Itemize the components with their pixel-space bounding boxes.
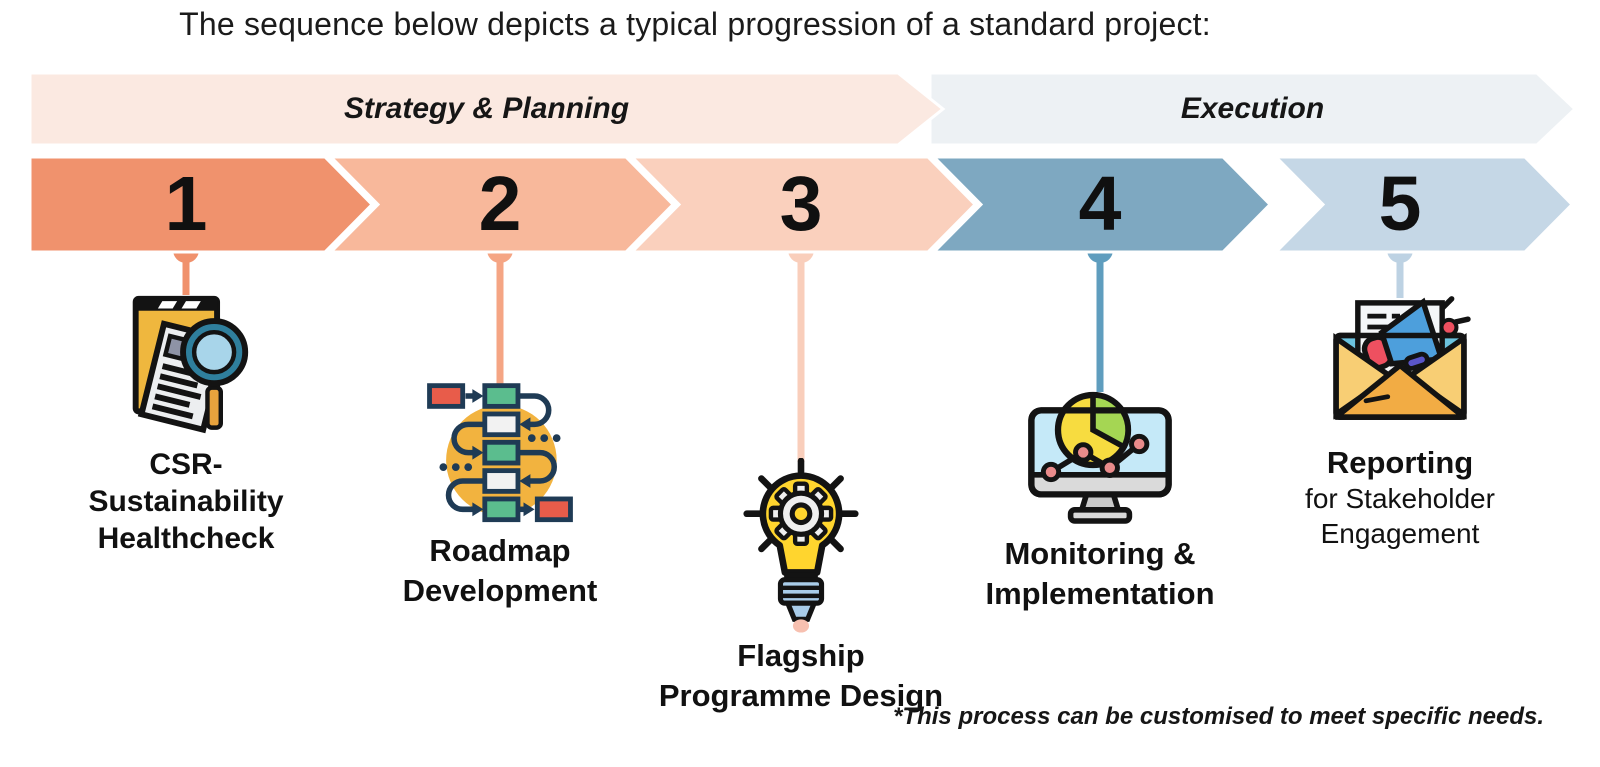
step5-number: 5 [1378, 161, 1422, 247]
envelope-megaphone-icon [1333, 296, 1471, 420]
step2-number: 2 [478, 161, 522, 247]
step3-label-line: Programme Design [658, 678, 944, 713]
step2-label-line: Roadmap [429, 533, 571, 568]
document-magnifier-icon [132, 295, 249, 434]
step4-connector [1087, 237, 1113, 392]
step3-label-line: Flagship [737, 638, 865, 673]
step3-connector [788, 237, 814, 462]
step2-chevron [327, 155, 676, 254]
step5-chevron [1272, 155, 1575, 254]
step3-chevron [628, 155, 978, 254]
step5-label-line: Engagement [1320, 518, 1480, 549]
analytics-monitor-icon [1028, 391, 1172, 524]
step3-number: 3 [779, 161, 823, 247]
step4-label-line: Implementation [985, 576, 1215, 611]
step5-label-line: Reporting [1326, 445, 1474, 480]
step5-label-line: for Stakeholder [1305, 483, 1495, 514]
step2-label-line: Development [402, 573, 598, 608]
step2-label: Roadmap Development [330, 531, 670, 611]
roadmap-flowchart-icon [427, 383, 573, 523]
phase-label-execution: Execution [1180, 92, 1325, 125]
phase-label-strategy-planning: Strategy & Planning [343, 92, 630, 125]
step1-label-line: Healthcheck [97, 522, 275, 555]
lightbulb-gear-icon [743, 458, 859, 633]
step4-number: 4 [1078, 161, 1122, 247]
step1-label: CSR- Sustainability Healthcheck [26, 446, 346, 557]
page-title: The sequence below depicts a typical pro… [179, 6, 1211, 42]
step1-chevron [28, 155, 375, 254]
step5-label: Reporting for Stakeholder Engagement [1240, 444, 1560, 551]
step3-label: Flagship Programme Design [611, 636, 991, 716]
step4-chevron [930, 155, 1273, 254]
step1-label-line: Sustainability [88, 485, 284, 518]
step2-connector [487, 237, 513, 388]
phase-band-strategy-planning [28, 71, 946, 147]
step4-label-line: Monitoring & [1004, 536, 1196, 571]
step4-label: Monitoring & Implementation [920, 534, 1280, 614]
step1-label-line: CSR- [149, 448, 223, 481]
customisation-footnote: *This process can be customised to meet … [893, 703, 1544, 730]
phase-band-execution [928, 71, 1578, 147]
step1-number: 1 [164, 161, 208, 247]
